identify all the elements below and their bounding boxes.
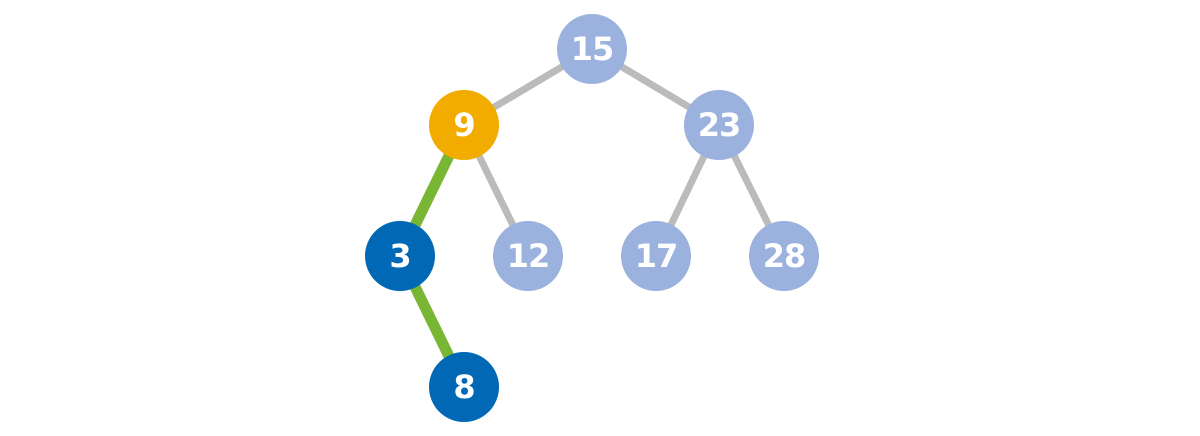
tree-node-12: 12 [493, 221, 563, 291]
tree-node-15: 15 [557, 14, 627, 84]
tree-node-label-3: 3 [389, 237, 410, 275]
tree-node-circle-9 [429, 90, 499, 160]
tree-node-3: 3 [365, 221, 435, 291]
tree-node-circle-23 [684, 90, 754, 160]
tree-node-circle-3 [365, 221, 435, 291]
tree-node-28: 28 [749, 221, 819, 291]
tree-node-label-9: 9 [453, 106, 474, 144]
tree-node-label-15: 15 [571, 30, 614, 68]
tree-node-8: 8 [429, 352, 499, 422]
tree-node-circle-28 [749, 221, 819, 291]
tree-node-label-12: 12 [507, 237, 550, 275]
tree-node-circle-15 [557, 14, 627, 84]
tree-node-17: 17 [621, 221, 691, 291]
tree-node-9: 9 [429, 90, 499, 160]
tree-node-label-17: 17 [635, 237, 678, 275]
tree-node-label-28: 28 [763, 237, 806, 275]
tree-node-circle-17 [621, 221, 691, 291]
tree-node-label-23: 23 [698, 106, 741, 144]
tree-node-circle-12 [493, 221, 563, 291]
nodes-layer: 15 9 23 3 12 17 28 8 [365, 14, 819, 422]
tree-node-23: 23 [684, 90, 754, 160]
tree-node-label-8: 8 [453, 368, 474, 406]
tree-node-circle-8 [429, 352, 499, 422]
